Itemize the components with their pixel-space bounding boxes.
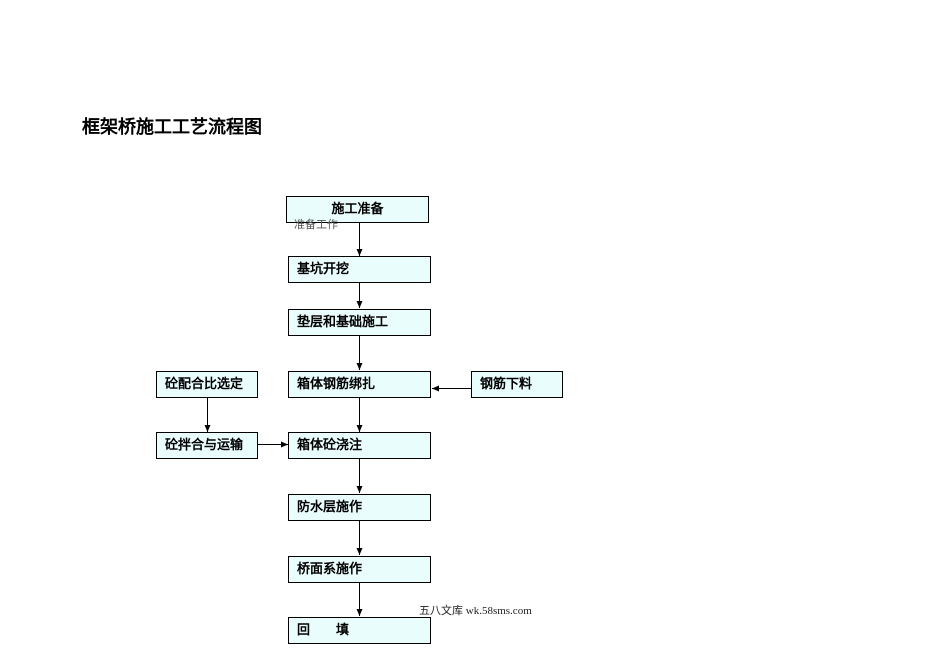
node-backfill: 回 填 [288,617,431,644]
node-prep: 施工准备 [286,196,429,223]
watermark: 五八文库 wk.58sms.com [419,605,532,617]
prep-note: 准备工作 [294,218,338,231]
node-mix-transport: 砼拌合与运输 [156,432,258,459]
node-rebar-cut: 钢筋下料 [471,371,563,398]
node-deck: 桥面系施作 [288,556,431,583]
node-mix-design: 砼配合比选定 [156,371,258,398]
node-concrete-pour: 箱体砼浇注 [288,432,431,459]
node-waterproof: 防水层施作 [288,494,431,521]
node-rebar-tie: 箱体钢筋绑扎 [288,371,431,398]
page-title: 框架桥施工工艺流程图 [82,117,262,138]
node-excavation: 基坑开挖 [288,256,431,283]
node-cushion: 垫层和基础施工 [288,309,431,336]
